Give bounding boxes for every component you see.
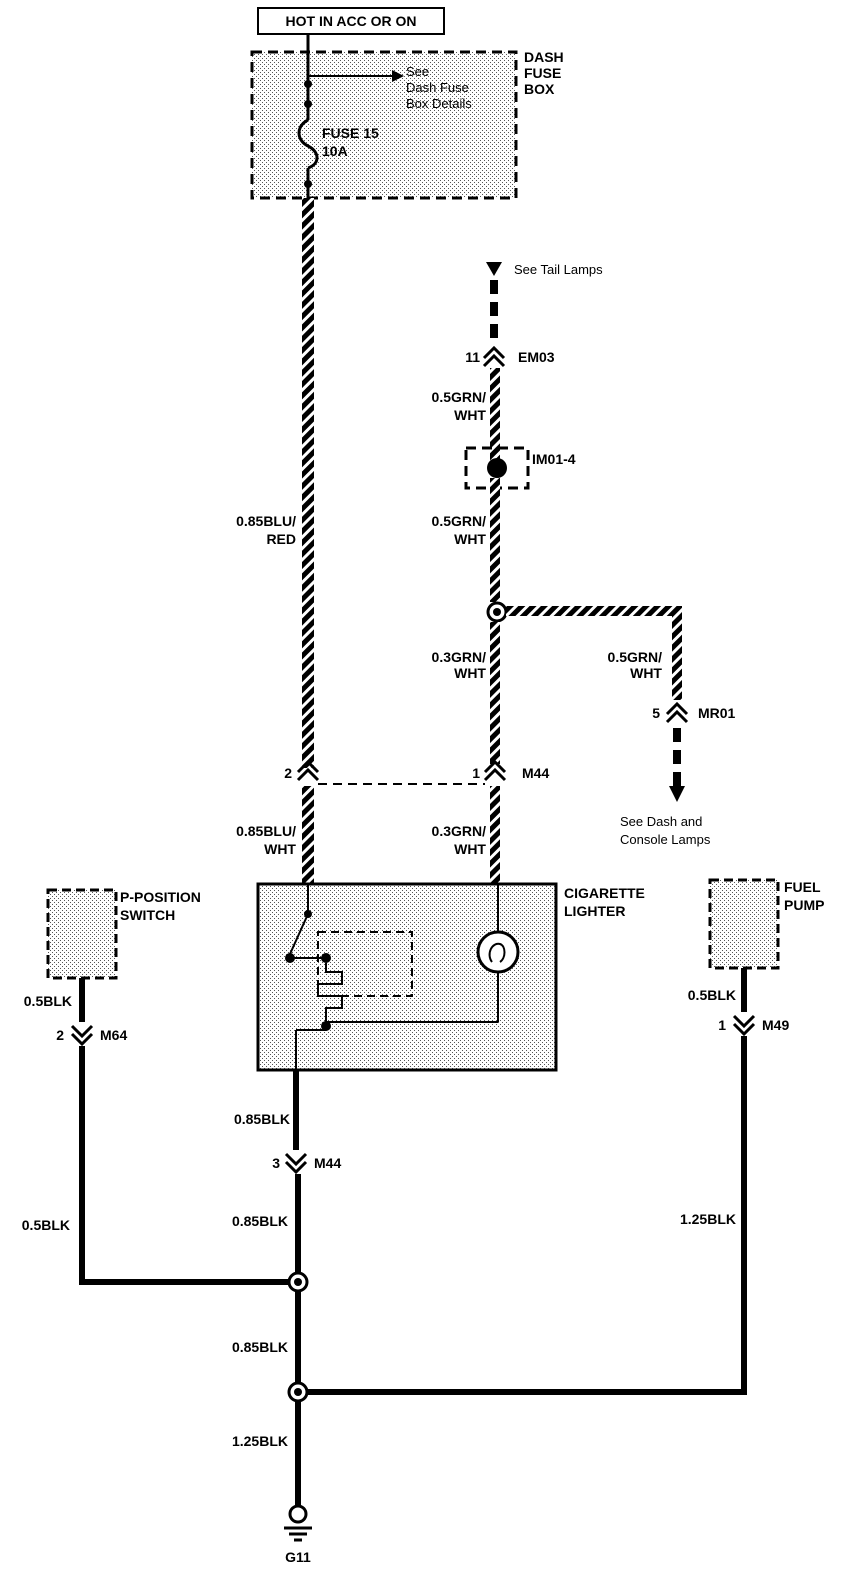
svg-text:WHT: WHT <box>264 841 296 857</box>
svg-text:2: 2 <box>284 765 292 781</box>
svg-text:WHT: WHT <box>454 841 486 857</box>
svg-text:0.5BLK: 0.5BLK <box>22 1217 70 1233</box>
svg-text:CIGARETTE: CIGARETTE <box>564 885 645 901</box>
svg-text:0.5BLK: 0.5BLK <box>688 987 736 1003</box>
wire-blk-ppos: 0.5BLK <box>22 1046 290 1285</box>
fuse-15: FUSE 15 10A <box>297 34 379 198</box>
connector-mr01: 5 MR01 <box>652 701 736 724</box>
svg-text:0.5GRN/: 0.5GRN/ <box>608 649 663 665</box>
svg-text:FUSE: FUSE <box>524 65 561 81</box>
svg-text:M44: M44 <box>522 765 549 781</box>
wire-blk-mid: 0.85BLK <box>232 1291 301 1384</box>
wire-blk-lighter-lower: 0.85BLK <box>232 1174 301 1274</box>
svg-text:MR01: MR01 <box>698 705 736 721</box>
svg-text:P-POSITION: P-POSITION <box>120 889 201 905</box>
svg-text:0.85BLK: 0.85BLK <box>232 1339 288 1355</box>
fuel-pump: FUEL PUMP 0.5BLK <box>688 878 824 1012</box>
svg-text:1: 1 <box>472 765 480 781</box>
p-position-switch: P-POSITION SWITCH 0.5BLK <box>24 888 201 1022</box>
splice-node-ground-2 <box>287 1381 309 1403</box>
wire-grn-wht-lighter: 0.3GRN/ WHT <box>432 786 500 884</box>
svg-text:FUSE 15: FUSE 15 <box>322 125 379 141</box>
wire-grn-wht-upper: 0.5GRN/ WHT <box>432 368 500 462</box>
svg-text:M44: M44 <box>314 1155 341 1171</box>
dash-lamps-reference: See Dash and Console Lamps <box>620 728 711 847</box>
wire-grn-wht-lower: 0.3GRN/ WHT <box>432 622 500 764</box>
svg-text:WHT: WHT <box>454 665 486 681</box>
svg-text:0.85BLK: 0.85BLK <box>234 1111 290 1127</box>
tail-lamps-reference: See Tail Lamps <box>486 262 603 342</box>
svg-text:HOT IN ACC OR ON: HOT IN ACC OR ON <box>286 13 417 29</box>
connector-m49: 1 M49 <box>718 1014 789 1037</box>
power-source-label: HOT IN ACC OR ON <box>257 7 445 35</box>
svg-text:1: 1 <box>718 1017 726 1033</box>
svg-text:WHT: WHT <box>454 407 486 423</box>
splice-node-ground-1 <box>287 1271 309 1293</box>
svg-text:See Dash and: See Dash and <box>620 814 702 829</box>
wire-blu-red: 0.85BLU/ RED <box>236 198 314 768</box>
svg-text:Box Details: Box Details <box>406 96 472 111</box>
svg-text:0.5BLK: 0.5BLK <box>24 993 72 1009</box>
svg-text:See Tail Lamps: See Tail Lamps <box>514 262 603 277</box>
wire-blu-wht: 0.85BLU/ WHT <box>236 786 314 884</box>
svg-text:10A: 10A <box>322 143 348 159</box>
wire-grn-wht-mid: 0.5GRN/ WHT <box>432 478 500 602</box>
svg-text:0.3GRN/: 0.3GRN/ <box>432 649 487 665</box>
wire-blk-lighter: 0.85BLK <box>234 1070 299 1150</box>
svg-text:BOX: BOX <box>524 81 555 97</box>
svg-text:RED: RED <box>266 531 296 547</box>
svg-text:1.25BLK: 1.25BLK <box>232 1433 288 1449</box>
svg-text:0.85BLU/: 0.85BLU/ <box>236 513 296 529</box>
svg-text:M64: M64 <box>100 1027 127 1043</box>
svg-text:2: 2 <box>56 1027 64 1043</box>
svg-text:1.25BLK: 1.25BLK <box>680 1211 736 1227</box>
connector-m44-pin3: 3 M44 <box>272 1152 341 1175</box>
wire-blk-bottom: 1.25BLK <box>232 1401 301 1508</box>
svg-text:EM03: EM03 <box>518 349 555 365</box>
svg-text:FUEL: FUEL <box>784 879 821 895</box>
svg-text:SWITCH: SWITCH <box>120 907 175 923</box>
svg-text:0.85BLU/: 0.85BLU/ <box>236 823 296 839</box>
svg-text:M49: M49 <box>762 1017 789 1033</box>
svg-text:Dash Fuse: Dash Fuse <box>406 80 469 95</box>
svg-text:LIGHTER: LIGHTER <box>564 903 625 919</box>
svg-text:0.5GRN/: 0.5GRN/ <box>432 513 487 529</box>
svg-text:0.3GRN/: 0.3GRN/ <box>432 823 487 839</box>
svg-text:WHT: WHT <box>630 665 662 681</box>
svg-text:G11: G11 <box>285 1549 311 1565</box>
svg-text:Console Lamps: Console Lamps <box>620 832 711 847</box>
splice-im01-4: IM01-4 <box>464 446 576 490</box>
connector-m64: 2 M64 <box>56 1024 127 1047</box>
svg-text:WHT: WHT <box>454 531 486 547</box>
wire-blk-pump: 1.25BLK <box>308 1036 747 1395</box>
svg-text:DASH: DASH <box>524 49 564 65</box>
svg-text:3: 3 <box>272 1155 280 1171</box>
svg-text:PUMP: PUMP <box>784 897 824 913</box>
fuse-box-reference: See Dash Fuse Box Details <box>308 64 472 111</box>
ground-g11: G11 <box>284 1504 312 1565</box>
wire-grn-wht-branch: 0.5GRN/ WHT <box>506 606 682 700</box>
svg-text:0.5GRN/: 0.5GRN/ <box>432 389 487 405</box>
svg-text:11: 11 <box>465 349 480 365</box>
splice-node-branch <box>486 601 508 623</box>
svg-text:5: 5 <box>652 705 660 721</box>
connector-em03: 11 EM03 <box>465 345 555 368</box>
connector-m44: 2 1 M44 <box>284 759 549 785</box>
svg-text:0.85BLK: 0.85BLK <box>232 1213 288 1229</box>
svg-text:IM01-4: IM01-4 <box>532 451 576 467</box>
svg-text:See: See <box>406 64 429 79</box>
cigarette-lighter: CIGARETTE LIGHTER <box>256 882 645 1072</box>
